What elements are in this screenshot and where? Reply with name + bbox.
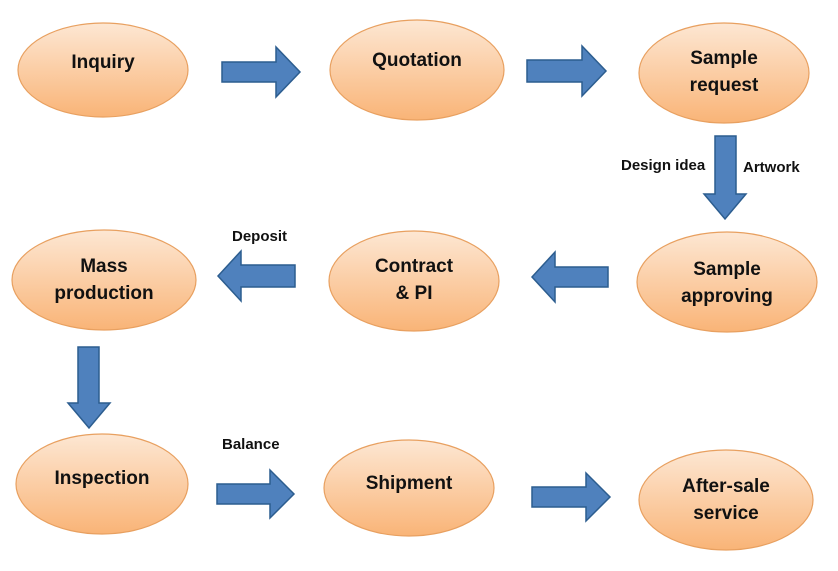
arrow-shipment-to-after-sale [531, 471, 612, 523]
node-mass-production-label: Mass production [54, 256, 154, 304]
edge-label-deposit: Deposit [232, 228, 288, 245]
edge-label-artwork: Artwork [743, 159, 800, 176]
node-quotation-shape [329, 19, 505, 121]
node-after-sale-label: After-sale service [682, 476, 770, 524]
arrow-mass-production-to-inspection [66, 346, 112, 430]
node-inquiry-shape [17, 22, 189, 118]
node-contract-pi-shape [328, 230, 500, 332]
node-inquiry-label: Inquiry [71, 51, 135, 73]
arrow-approving-to-contract [530, 250, 609, 304]
node-shipment-shape [323, 439, 495, 537]
node-sample-request-label: Sample request [689, 48, 759, 96]
arrow-inspection-to-shipment [216, 468, 296, 520]
node-quotation-label: Quotation [372, 49, 462, 71]
arrow-sample-request-to-approving [702, 135, 748, 221]
arrow-quotation-to-sample-request [526, 44, 608, 98]
node-inspection-shape [15, 433, 189, 535]
arrow-contract-to-mass-production [216, 249, 296, 303]
arrow-inquiry-to-quotation [221, 45, 302, 99]
node-after-sale-shape [638, 449, 814, 551]
node-sample-approving-shape [636, 231, 818, 333]
node-shipment-label: Shipment [365, 472, 453, 494]
node-mass-production-shape [11, 229, 197, 331]
node-sample-approving-label: Sample approving [681, 259, 773, 307]
node-contract-pi-label: Contract & PI [374, 256, 454, 304]
edge-label-balance: Balance [222, 436, 280, 453]
edge-label-design-idea: Design idea [621, 157, 706, 174]
node-inspection-label: Inspection [54, 467, 150, 489]
node-sample-request-shape [638, 22, 810, 124]
